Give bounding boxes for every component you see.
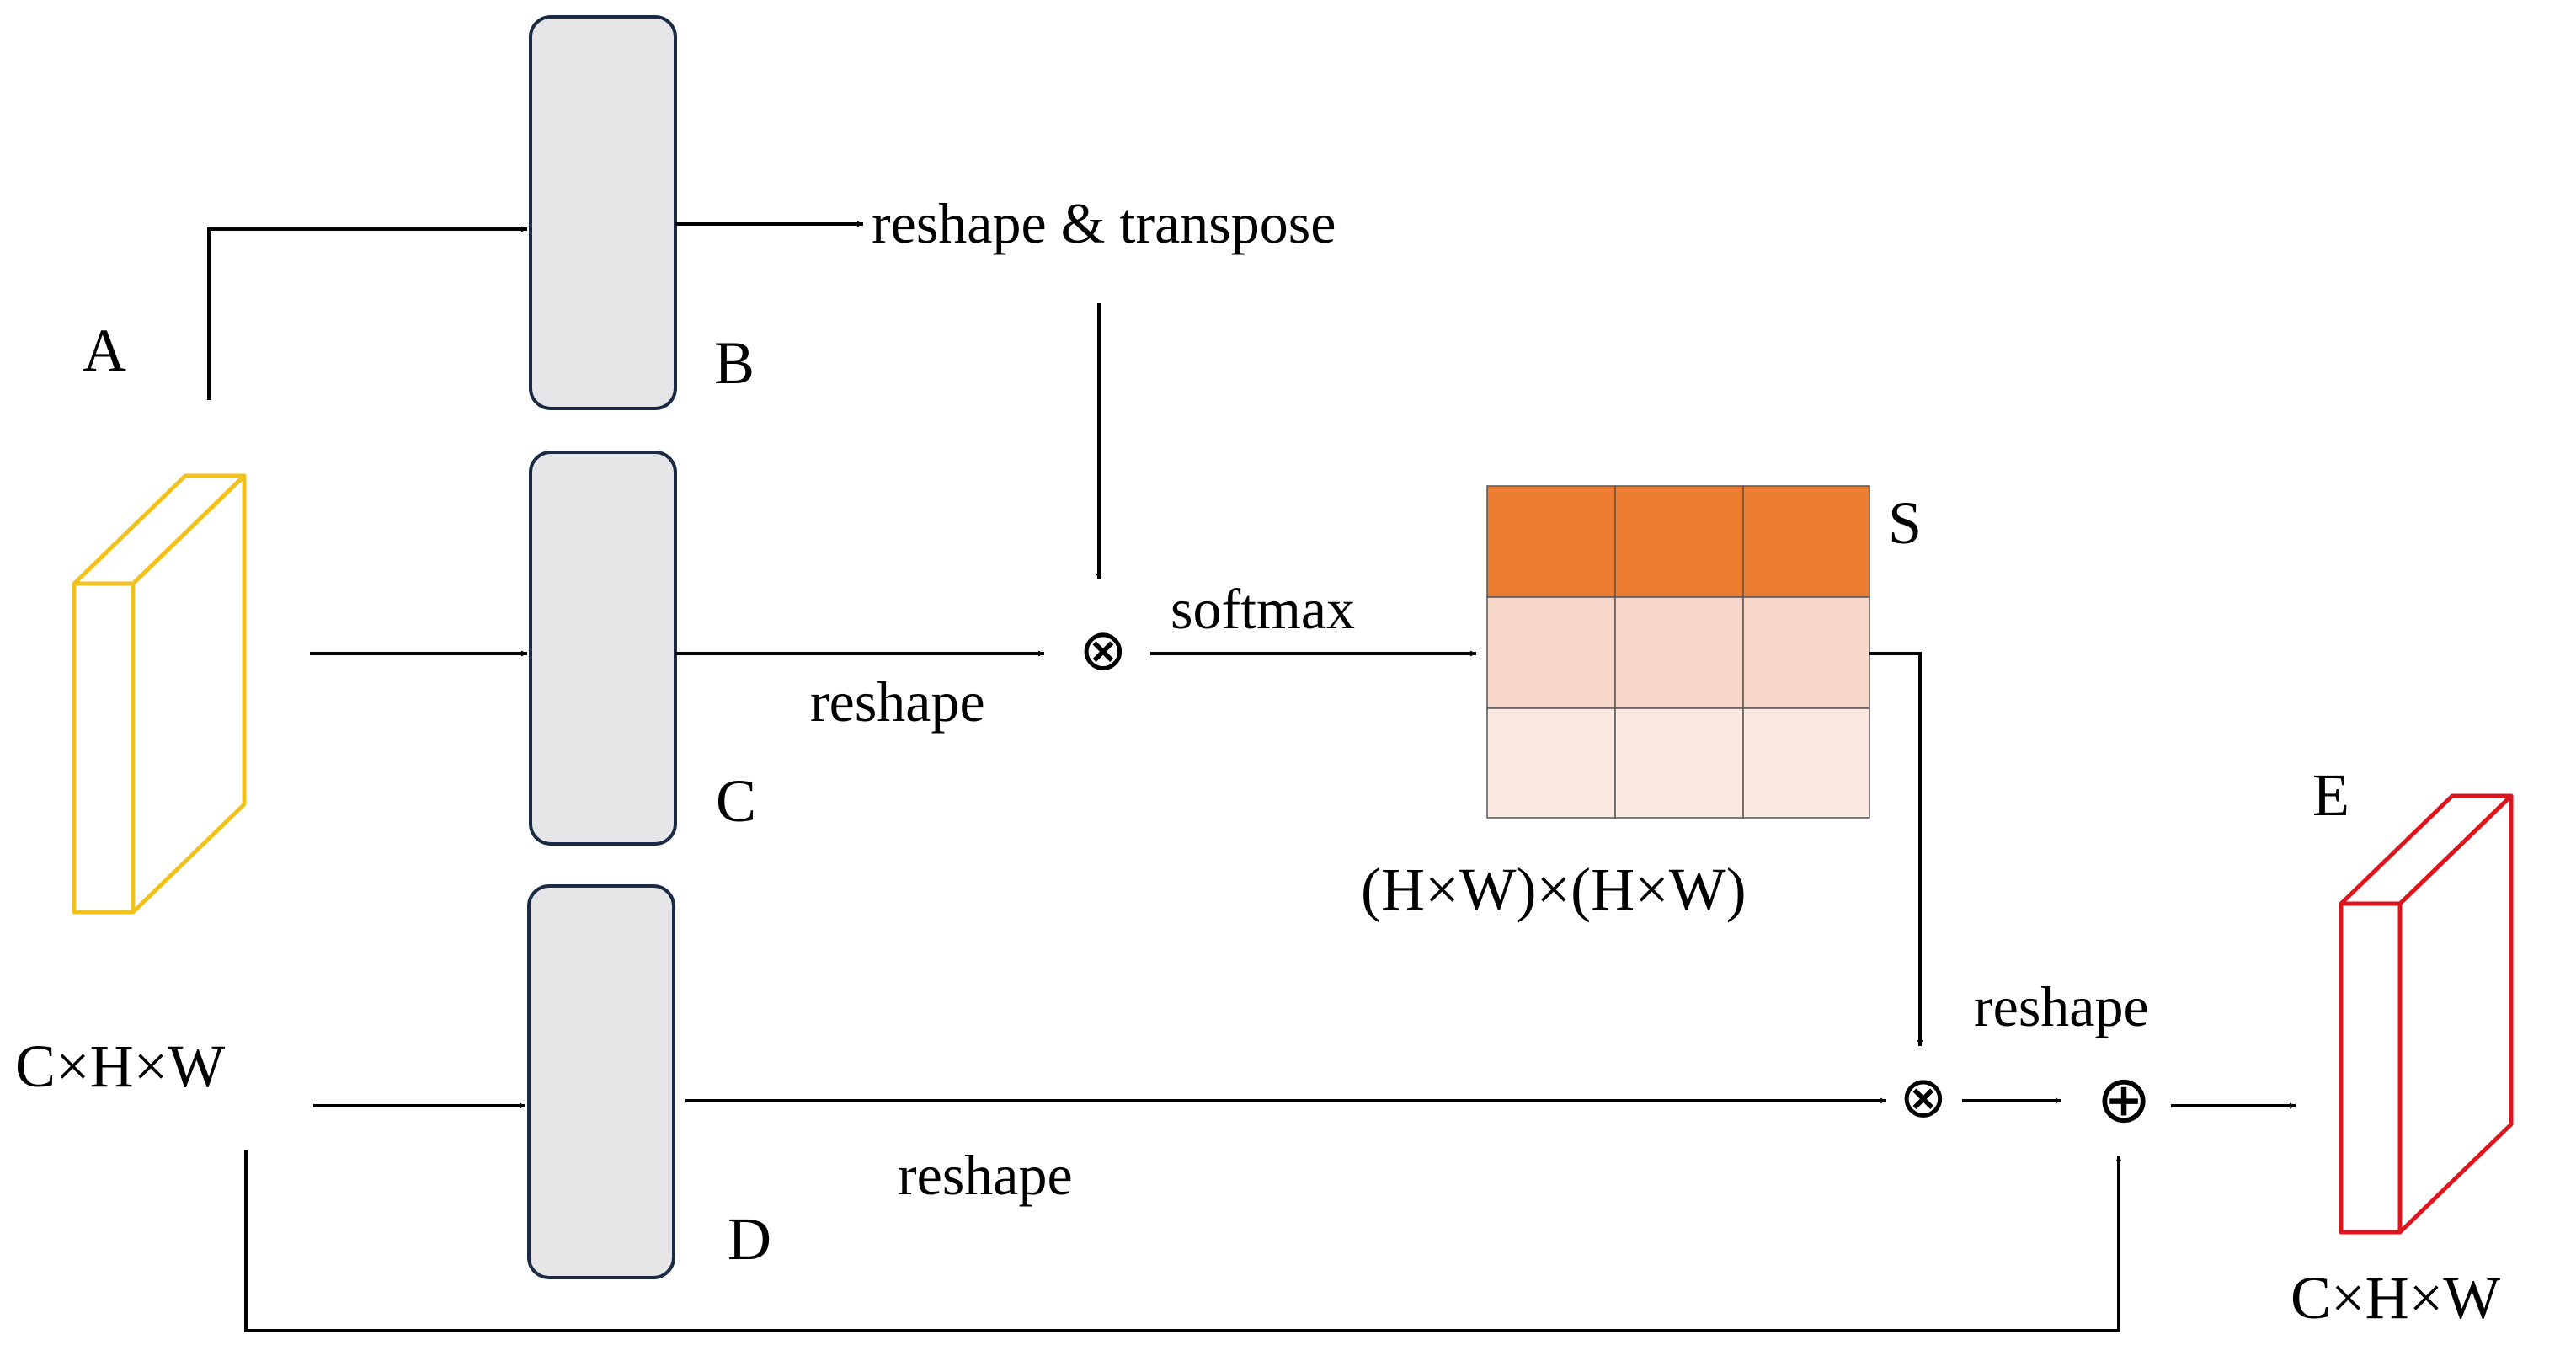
label-c: C <box>716 767 756 835</box>
attention-cell <box>1486 596 1616 709</box>
reshape-label-c: reshape <box>810 670 985 734</box>
reshape-label-out: reshape <box>1974 974 2149 1038</box>
conv-block-d <box>527 884 675 1279</box>
attention-cell <box>1742 596 1870 709</box>
attention-cell <box>1742 485 1870 598</box>
attention-cell <box>1742 707 1870 819</box>
attention-dims-label: (H×W)×(H×W) <box>1361 856 1747 923</box>
reshape-transpose-label: reshape & transpose <box>872 191 1336 255</box>
attention-cell <box>1486 485 1616 598</box>
input-tensor <box>72 473 247 915</box>
attention-cell <box>1614 596 1744 709</box>
conv-block-b <box>529 15 677 410</box>
arrow-residual <box>244 1150 2122 1332</box>
attention-cell <box>1614 485 1744 598</box>
conv-block-c <box>529 451 677 846</box>
label-d: D <box>728 1205 771 1273</box>
label-b: B <box>714 329 755 397</box>
output-dims-label: C×H×W <box>2291 1264 2500 1332</box>
input-dims-label: C×H×W <box>15 1033 225 1100</box>
arrow-a-to-b <box>207 226 527 400</box>
add-operator: ⊕ <box>2096 1062 2151 1138</box>
connector-arrows <box>207 221 2296 1332</box>
attention-cell <box>1486 707 1616 819</box>
label-e: E <box>2312 761 2349 829</box>
attention-cell <box>1614 707 1744 819</box>
arrow-s-down <box>1869 652 1923 1046</box>
attention-matrix <box>1486 485 1870 819</box>
softmax-label: softmax <box>1171 577 1355 641</box>
matmul-operator-1: ⊗ <box>1080 617 1128 684</box>
reshape-label-d: reshape <box>898 1143 1073 1207</box>
output-tensor <box>2339 793 2514 1235</box>
label-s: S <box>1888 489 1922 557</box>
matmul-operator-2: ⊗ <box>1900 1065 1948 1131</box>
label-a: A <box>83 317 126 384</box>
